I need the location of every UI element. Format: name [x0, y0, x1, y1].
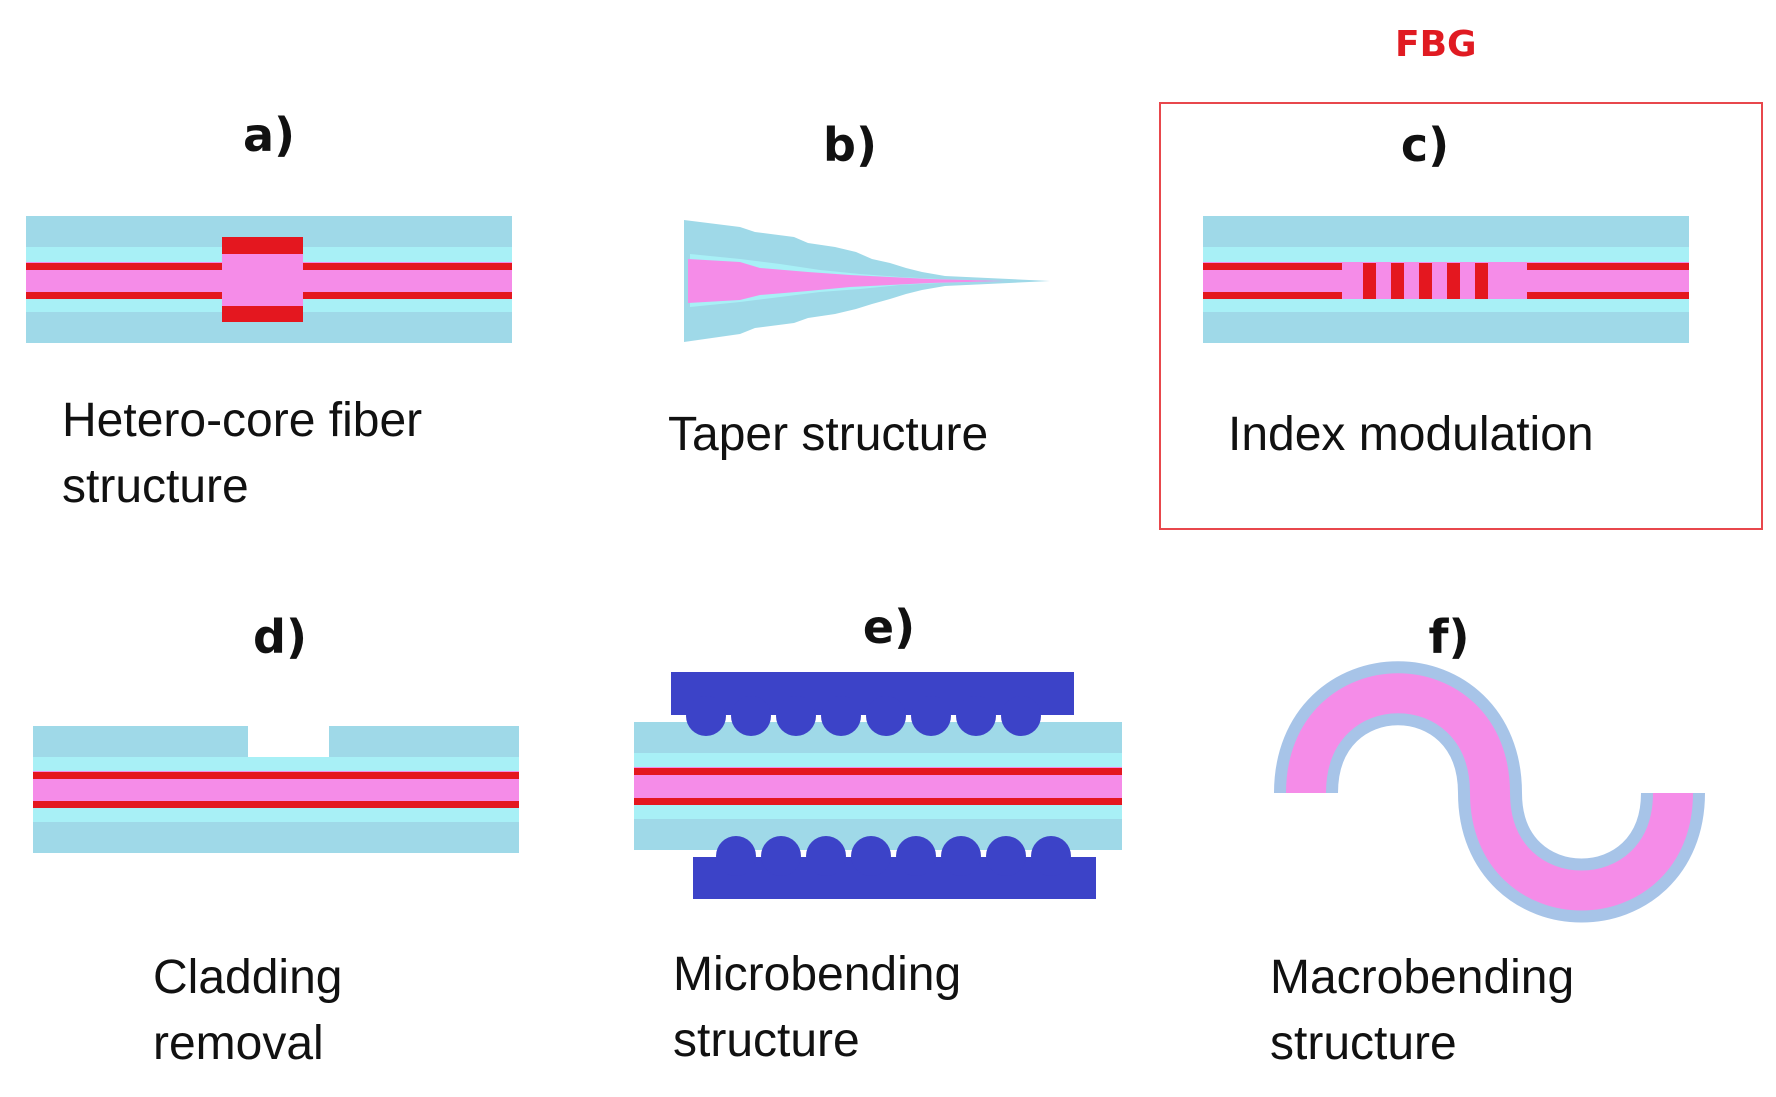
- index-modulation-diagram: [1203, 216, 1689, 343]
- panel-c-caption: Index modulation: [1228, 402, 1594, 468]
- panel-b-caption-line1: Taper structure: [668, 408, 989, 461]
- panel-a-caption-line1: Hetero-core fiber: [62, 394, 423, 447]
- lower-microbend-plate: [693, 836, 1096, 899]
- panel-d-caption-line1: Cladding: [153, 951, 343, 1004]
- panel-d-letter: d): [253, 610, 307, 664]
- panel-f-caption: Macrobending structure: [1270, 945, 1574, 1077]
- panel-e-caption-line1: Microbending: [673, 948, 962, 1001]
- fbg-highlight-box: [1159, 102, 1763, 530]
- panel-e-letter: e): [862, 600, 916, 654]
- panel-e-caption-line2: structure: [673, 1014, 860, 1067]
- microbending-diagram: [634, 672, 1122, 899]
- panel-f-caption-line1: Macrobending: [1270, 951, 1575, 1004]
- panel-a-caption-line2: structure: [62, 460, 249, 513]
- hetero-core-fiber-diagram: [26, 216, 512, 343]
- panel-c-letter: c): [1400, 118, 1450, 172]
- panel-f-letter: f): [1428, 610, 1470, 664]
- cladding-removal-diagram: [33, 726, 519, 853]
- upper-microbend-plate: [671, 672, 1074, 736]
- panel-a-caption: Hetero-core fiber structure: [62, 388, 422, 520]
- fbg-label: FBG: [1395, 24, 1477, 65]
- panel-e-caption: Microbending structure: [673, 942, 961, 1074]
- macrobending-diagram: [1274, 661, 1705, 923]
- panel-f-caption-line2: structure: [1270, 1017, 1457, 1070]
- panel-a-letter: a): [242, 108, 296, 162]
- taper-structure-diagram: [684, 220, 1050, 342]
- panel-c-caption-line1: Index modulation: [1228, 408, 1594, 461]
- panel-d-caption: Cladding removal: [153, 945, 342, 1077]
- panel-d-caption-line2: removal: [153, 1017, 324, 1070]
- panel-b-letter: b): [823, 118, 877, 172]
- panel-b-caption: Taper structure: [668, 402, 988, 468]
